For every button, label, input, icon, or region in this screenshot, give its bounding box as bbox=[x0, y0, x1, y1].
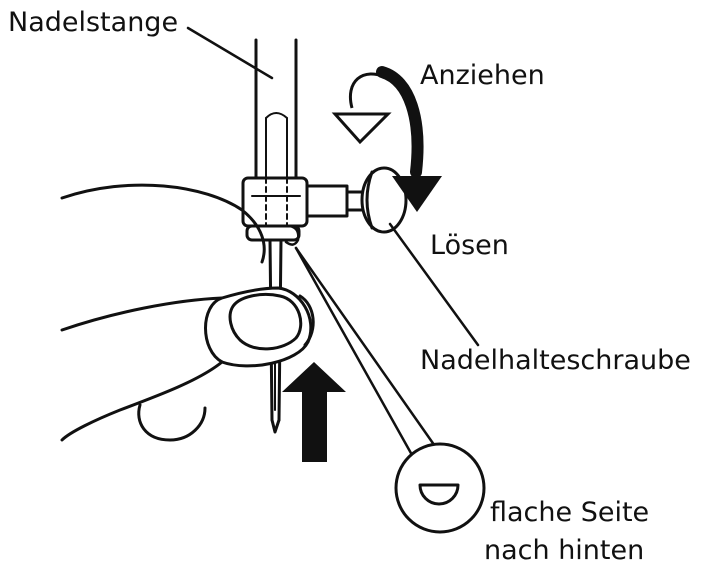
needle-clamp-screw-label: Nadelhalteschraube bbox=[420, 345, 691, 376]
tighten-arrow-icon bbox=[331, 72, 392, 145]
leader-lines bbox=[186, 26, 480, 457]
insert-up-arrow-icon bbox=[282, 362, 346, 462]
needle-clamp-screw bbox=[360, 166, 408, 234]
needle-bar-label: Nadelstange bbox=[8, 7, 179, 38]
flat-side-label-line2: nach hinten bbox=[484, 535, 645, 566]
needle-cross-section-callout bbox=[394, 442, 486, 534]
loosen-label: Lösen bbox=[430, 230, 509, 261]
needle-clamp bbox=[241, 176, 367, 246]
hand bbox=[60, 183, 315, 442]
loosen-arrow-icon bbox=[376, 66, 442, 212]
flat-side-label-line1: flache Seite bbox=[490, 497, 650, 528]
tighten-label: Anziehen bbox=[420, 60, 545, 91]
needle-bar bbox=[254, 38, 298, 180]
